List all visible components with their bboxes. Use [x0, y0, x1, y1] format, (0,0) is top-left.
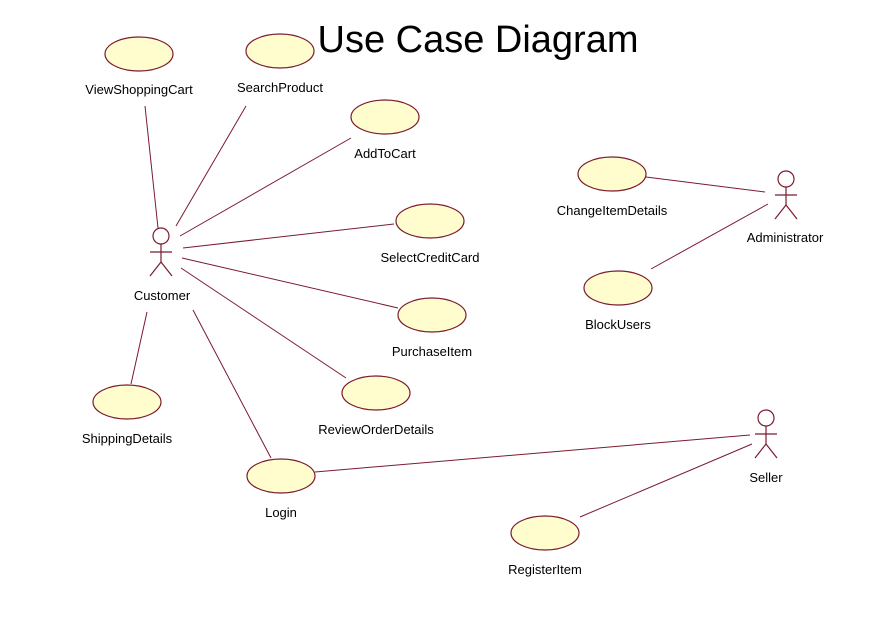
- use-case-ellipse: [245, 33, 315, 69]
- use-case-label: SearchProduct: [237, 80, 323, 95]
- use-case-ellipse: [92, 384, 162, 420]
- use-case-label: PurchaseItem: [392, 344, 472, 359]
- use-case-label: ChangeItemDetails: [557, 203, 668, 218]
- actor-left-leg: [754, 443, 767, 459]
- use-case-login: Login: [246, 458, 316, 520]
- associations: [130, 105, 769, 518]
- use-case-shipping-details: ShippingDetails: [82, 384, 173, 446]
- use-case-view-shopping-cart: ViewShoppingCart: [85, 36, 193, 97]
- use-case-label: AddToCart: [354, 146, 416, 161]
- use-case-change-item-details: ChangeItemDetails: [557, 156, 668, 218]
- association-administrator-block-users: [650, 203, 769, 270]
- use-case-block-users: BlockUsers: [583, 270, 653, 332]
- actor-right-leg: [765, 443, 778, 459]
- use-case-ellipse: [510, 515, 580, 551]
- actor-seller: Seller: [749, 409, 783, 485]
- association-customer-shipping-details: [130, 311, 148, 385]
- actor-left-leg: [774, 204, 787, 220]
- diagram-title: Use Case Diagram: [318, 19, 639, 61]
- actor-label: Seller: [749, 470, 783, 485]
- use-case-ellipse: [246, 458, 316, 494]
- association-customer-add-to-cart: [179, 137, 352, 237]
- use-case-label: Login: [265, 505, 297, 520]
- use-case-label: RegisterItem: [508, 562, 582, 577]
- use-case-select-credit-card: SelectCreditCard: [381, 203, 480, 265]
- association-seller-login: [314, 434, 751, 473]
- use-case-ellipse: [104, 36, 174, 72]
- use-case-search-product: SearchProduct: [237, 33, 323, 95]
- actor-administrator: Administrator: [747, 170, 824, 245]
- association-customer-purchase-item: [181, 257, 399, 309]
- use-case-ellipse: [583, 270, 653, 306]
- association-customer-review-order-details: [180, 267, 347, 379]
- use-case-ellipse: [341, 375, 411, 411]
- actor-head: [777, 170, 795, 188]
- use-case-ellipse: [350, 99, 420, 135]
- use-case-purchase-item: PurchaseItem: [392, 297, 472, 359]
- actor-head: [757, 409, 775, 427]
- actor-label: Administrator: [747, 230, 824, 245]
- association-customer-view-shopping-cart: [144, 105, 159, 229]
- use-case-add-to-cart: AddToCart: [350, 99, 420, 161]
- actor-label: Customer: [134, 288, 191, 303]
- actor-left-leg: [149, 261, 162, 277]
- use-case-ellipse: [577, 156, 647, 192]
- use-case-label: SelectCreditCard: [381, 250, 480, 265]
- use-case-label: ShippingDetails: [82, 431, 173, 446]
- association-administrator-change-item-details: [645, 176, 766, 193]
- association-customer-login: [192, 309, 272, 459]
- use-case-review-order-details: ReviewOrderDetails: [318, 375, 434, 437]
- association-seller-register-item: [579, 443, 753, 518]
- actor-right-leg: [785, 204, 798, 220]
- use-case-ellipse: [397, 297, 467, 333]
- association-customer-search-product: [175, 105, 247, 227]
- use-case-label: BlockUsers: [585, 317, 651, 332]
- use-case-label: ReviewOrderDetails: [318, 422, 434, 437]
- association-customer-select-credit-card: [182, 223, 395, 249]
- use-case-label: ViewShoppingCart: [85, 82, 193, 97]
- use-case-ellipse: [395, 203, 465, 239]
- use-case-register-item: RegisterItem: [508, 515, 582, 577]
- actor-right-leg: [160, 261, 173, 277]
- use-cases: ViewShoppingCart SearchProductAddToCartSe…: [82, 33, 668, 577]
- actor-customer: Customer: [134, 227, 191, 303]
- actor-head: [152, 227, 170, 245]
